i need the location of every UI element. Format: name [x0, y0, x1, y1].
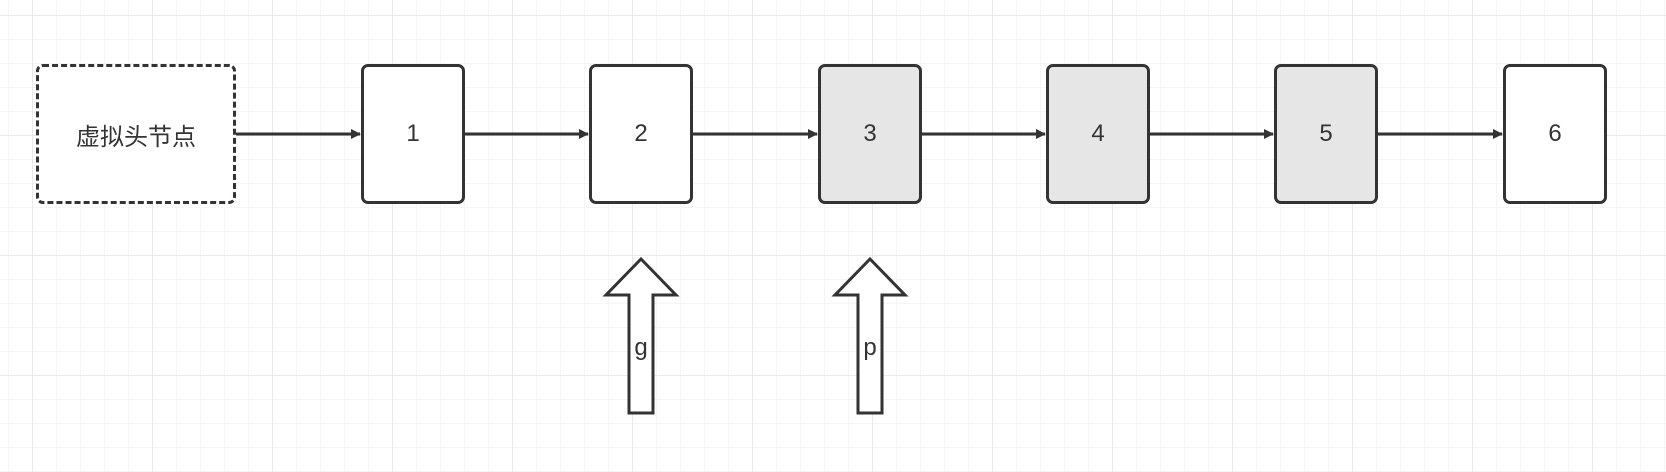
list-node-6: 6	[1503, 64, 1607, 204]
pointer-label-g: g	[634, 334, 648, 361]
node-label: 6	[1548, 120, 1562, 147]
node-label: 1	[406, 120, 420, 147]
list-node-5: 5	[1274, 64, 1378, 204]
node-label: 3	[863, 120, 877, 147]
pointer-label-p: p	[863, 334, 877, 361]
pointer-arrow-g	[602, 256, 680, 415]
node-label: 2	[634, 120, 648, 147]
pointer-arrow-p	[831, 256, 909, 415]
list-node-4: 4	[1046, 64, 1150, 204]
node-label: 4	[1091, 120, 1105, 147]
dummy-head-node: 虚拟头节点	[36, 64, 236, 204]
node-label: 5	[1319, 120, 1333, 147]
dummy-head-label: 虚拟头节点	[76, 123, 196, 151]
list-node-1: 1	[361, 64, 465, 204]
list-node-3: 3	[818, 64, 922, 204]
list-node-2: 2	[589, 64, 693, 204]
